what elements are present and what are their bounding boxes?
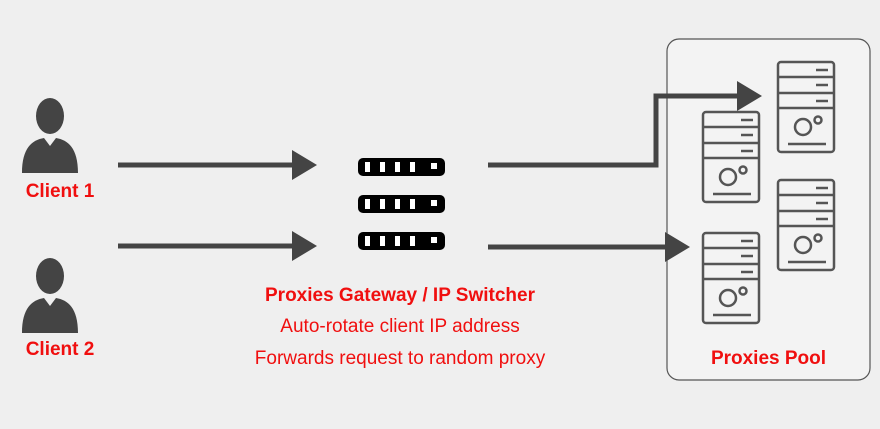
gateway-server-icon xyxy=(358,158,445,250)
client-1-person-icon xyxy=(22,98,78,173)
gateway-description-2: Forwards request to random proxy xyxy=(254,348,546,369)
proxies-pool-box xyxy=(666,38,871,381)
gateway-description-1: Auto-rotate client IP address xyxy=(280,316,520,337)
client-2-label: Client 2 xyxy=(25,339,95,360)
client-1-label: Client 1 xyxy=(25,181,95,202)
proxies-pool-label: Proxies Pool xyxy=(710,348,827,369)
client-2-person-icon xyxy=(22,258,78,333)
gateway-title: Proxies Gateway / IP Switcher xyxy=(265,285,535,306)
gateway-to-proxy-arrow-1 xyxy=(488,81,762,168)
